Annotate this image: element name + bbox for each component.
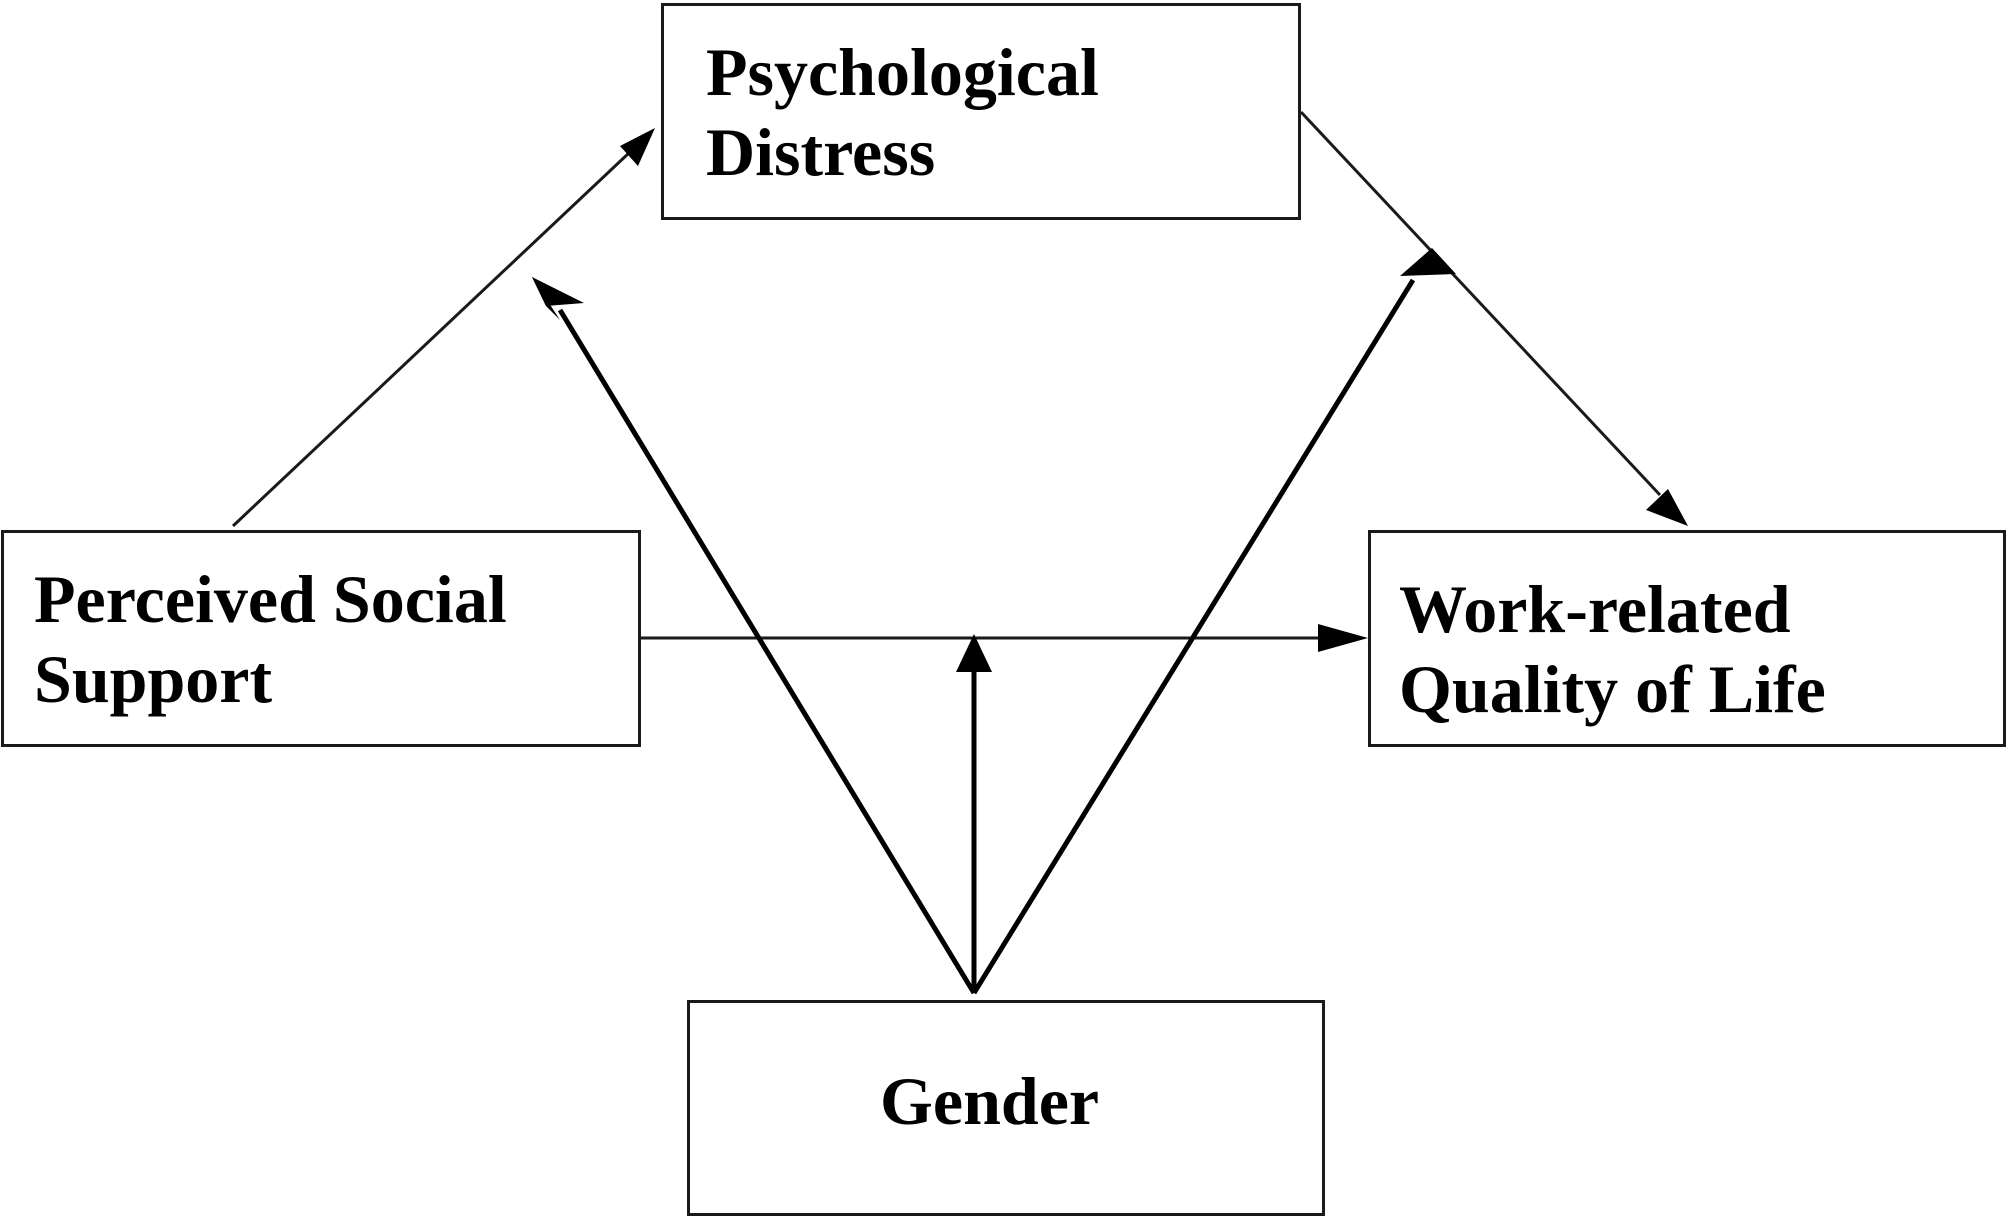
node-label: Work-related Quality of Life <box>1399 569 1826 729</box>
node-perceived-social-support: Perceived Social Support <box>1 530 641 747</box>
edge-support-to-wrqol <box>641 624 1368 652</box>
node-label-line: Psychological <box>706 34 1099 110</box>
edge-gender-to-path-a <box>532 277 977 995</box>
node-label-line: Distress <box>706 114 936 190</box>
edge-gender-to-path-b <box>971 248 1456 995</box>
edge-distress-to-wrqol <box>1299 110 1688 526</box>
node-label: Perceived Social Support <box>34 559 507 719</box>
node-label-line: Gender <box>880 1063 1100 1139</box>
node-work-related-quality-of-life: Work-related Quality of Life <box>1368 530 2006 747</box>
node-psychological-distress: Psychological Distress <box>661 3 1301 220</box>
edge-support-to-distress <box>231 128 655 528</box>
node-label-line: Work-related <box>1399 571 1791 647</box>
node-label-line: Perceived Social <box>34 561 507 637</box>
edge-gender-to-path-c <box>956 634 992 993</box>
node-gender: Gender <box>687 1000 1325 1216</box>
node-label: Psychological Distress <box>706 32 1099 192</box>
node-label-line: Support <box>34 641 273 717</box>
node-label-line: Quality of Life <box>1399 651 1826 727</box>
node-label: Gender <box>880 1061 1099 1141</box>
